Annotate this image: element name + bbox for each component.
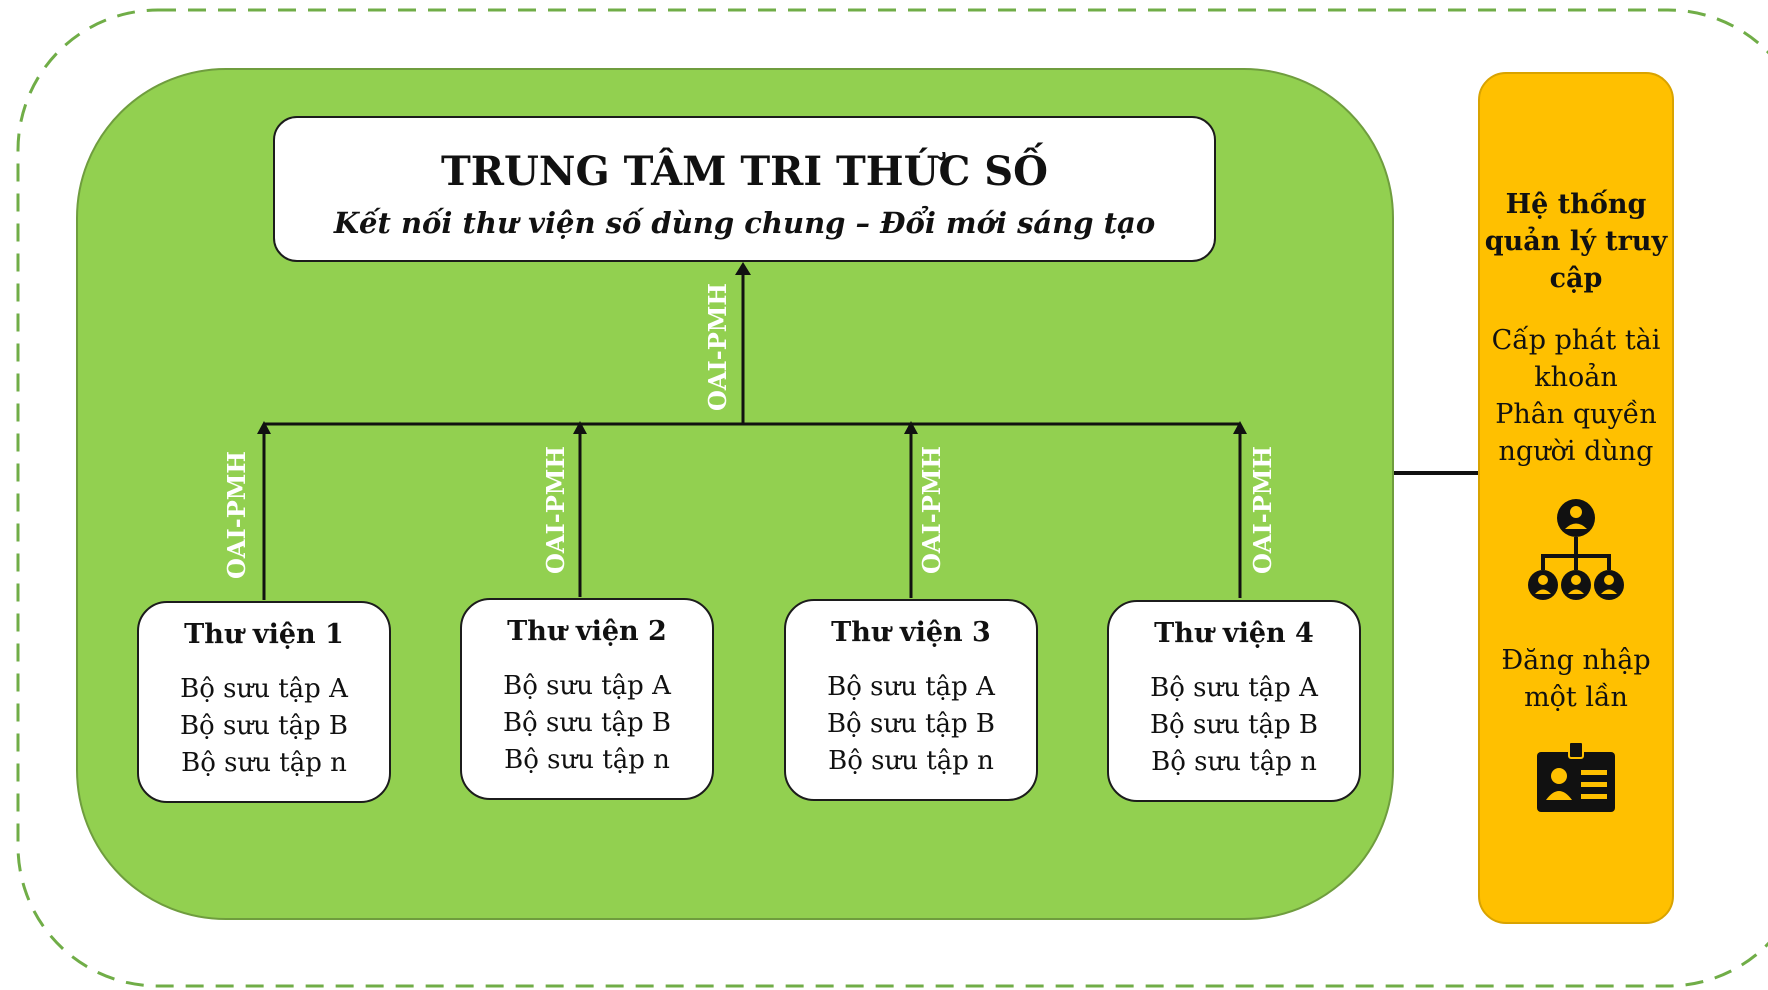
- protocol-label-lib1: OAI-PMH: [222, 451, 251, 580]
- protocol-label-lib4: OAI-PMH: [1248, 446, 1277, 575]
- trunk-arrowhead: [735, 262, 751, 275]
- library-title: Thư viện 4: [1154, 618, 1314, 649]
- collection-item: Bộ sưu tập A: [180, 674, 348, 704]
- access-management-panel: Hệ thống quản lý truy cập Cấp phát tài k…: [1478, 72, 1674, 924]
- user-permissions-text: Phân quyền người dùng: [1495, 399, 1657, 467]
- id-badge-icon: [1537, 742, 1615, 812]
- collection-item: Bộ sưu tập B: [179, 711, 349, 741]
- library-box-4: Thư viện 4 Bộ sưu tập A Bộ sưu tập B Bộ …: [1107, 600, 1361, 802]
- collection-item: Bộ sưu tập A: [503, 671, 671, 701]
- collection-item: Bộ sưu tập A: [827, 672, 995, 702]
- collection-item: Bộ sưu tập n: [828, 746, 994, 776]
- knowledge-center-box: TRUNG TÂM TRI THỨC SỐ Kết nối thư viện s…: [273, 116, 1216, 262]
- branch-arrowhead-1: [257, 421, 271, 434]
- collection-item: Bộ sưu tập B: [502, 708, 672, 738]
- library-title: Thư viện 1: [184, 619, 344, 650]
- library-box-3: Thư viện 3 Bộ sưu tập A Bộ sưu tập B Bộ …: [784, 599, 1038, 801]
- branch-arrowhead-3: [904, 421, 918, 434]
- access-system-title: Hệ thống quản lý truy cập: [1484, 189, 1668, 294]
- center-title: TRUNG TÂM TRI THỨC SỐ: [441, 148, 1048, 195]
- collection-item: Bộ sưu tập n: [504, 745, 670, 775]
- collection-item: Bộ sưu tập n: [181, 748, 347, 778]
- branch-arrowhead-2: [573, 421, 587, 434]
- collection-item: Bộ sưu tập B: [826, 709, 996, 739]
- protocol-label-lib2: OAI-PMH: [541, 446, 570, 575]
- account-provisioning-text: Cấp phát tài khoản: [1491, 325, 1661, 393]
- user-hierarchy-icon: [1528, 499, 1624, 600]
- outer-dashed-border: [16, 8, 1768, 988]
- single-sign-on-text: Đăng nhập một lần: [1501, 645, 1651, 713]
- protocol-label-lib3: OAI-PMH: [917, 446, 946, 575]
- center-subtitle: Kết nối thư viện số dùng chung – Đổi mới…: [333, 206, 1156, 240]
- collection-item: Bộ sưu tập B: [1149, 710, 1319, 740]
- library-title: Thư viện 3: [831, 617, 991, 648]
- collection-item: Bộ sưu tập n: [1151, 747, 1317, 777]
- library-title: Thư viện 2: [507, 616, 667, 647]
- library-box-2: Thư viện 2 Bộ sưu tập A Bộ sưu tập B Bộ …: [460, 598, 714, 800]
- protocol-label-trunk: OAI-PMH: [703, 283, 732, 412]
- branch-arrowhead-4: [1233, 421, 1247, 434]
- library-box-1: Thư viện 1 Bộ sưu tập A Bộ sưu tập B Bộ …: [137, 601, 391, 803]
- collection-item: Bộ sưu tập A: [1150, 673, 1318, 703]
